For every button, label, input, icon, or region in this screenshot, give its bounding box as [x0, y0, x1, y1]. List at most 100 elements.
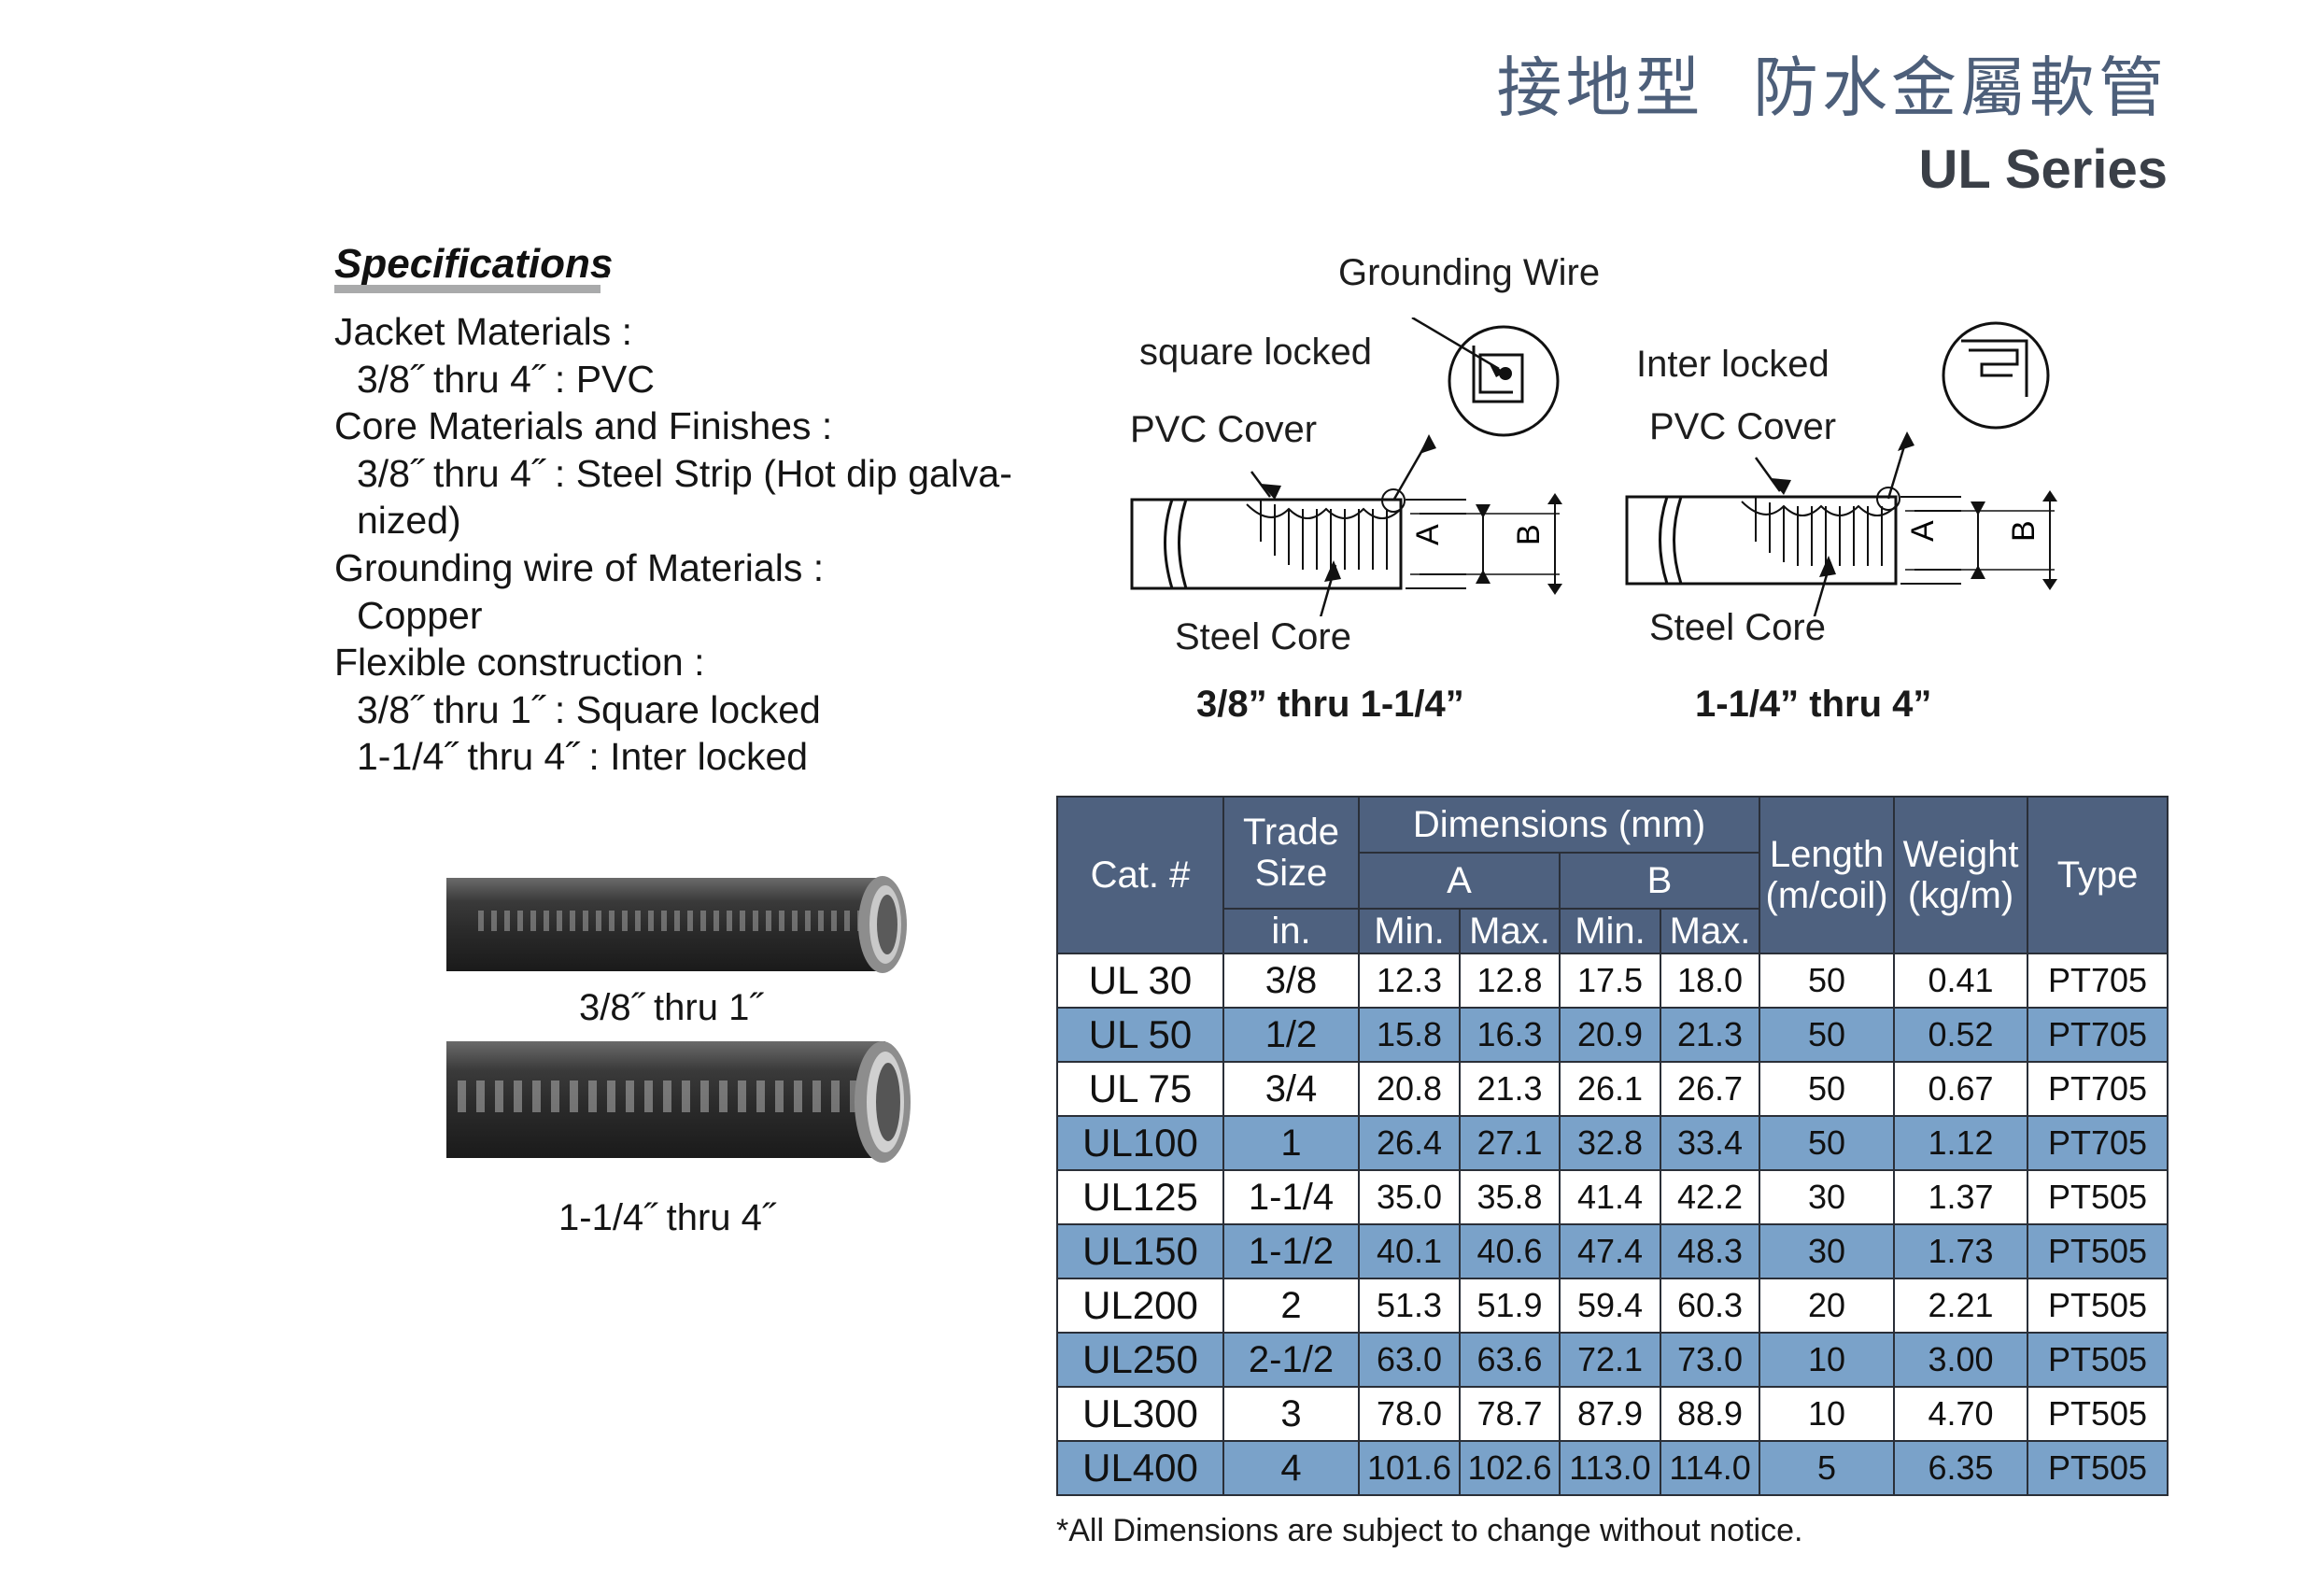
- cell-cat: UL150: [1056, 1223, 1224, 1279]
- cell-weight: 1.37: [1893, 1169, 2029, 1225]
- cell-b-max: 21.3: [1659, 1007, 1761, 1063]
- cell-a-max: 78.7: [1459, 1386, 1561, 1442]
- cell-cat: UL125: [1056, 1169, 1224, 1225]
- diagram-inter-locked: A B: [1625, 321, 2057, 616]
- cell-type: PT505: [2027, 1223, 2169, 1279]
- header-length: Length (m/coil): [1759, 796, 1896, 954]
- cell-a-min: 26.4: [1358, 1115, 1461, 1171]
- cell-weight: 1.73: [1893, 1223, 2029, 1279]
- header-cat: Cat. #: [1056, 796, 1224, 954]
- cell-b-min: 41.4: [1559, 1169, 1661, 1225]
- cell-type: PT705: [2027, 953, 2169, 1009]
- label-steel-core-right: Steel Core: [1649, 607, 1826, 648]
- cell-weight: 6.35: [1893, 1440, 2029, 1496]
- page-subtitle-series: UL Series: [1918, 139, 2168, 200]
- cell-trade-size: 3/4: [1222, 1061, 1360, 1117]
- cell-length: 50: [1759, 1007, 1896, 1063]
- cell-a-min: 78.0: [1358, 1386, 1461, 1442]
- hose-large-label: 1-1/4˝ thru 4˝: [558, 1197, 775, 1238]
- spec-line: 3/8˝ thru 4˝ : Steel Strip (Hot dip galv…: [357, 451, 1012, 495]
- label-square-locked: square locked: [1139, 332, 1373, 373]
- cell-weight: 4.70: [1893, 1386, 2029, 1442]
- cell-trade-size: 1/2: [1222, 1007, 1360, 1063]
- spec-line: Flexible construction :: [334, 641, 705, 685]
- cell-a-min: 12.3: [1358, 953, 1461, 1009]
- dim-a-label: A: [1410, 524, 1446, 545]
- cell-type: PT505: [2027, 1440, 2169, 1496]
- cell-cat: UL 50: [1056, 1007, 1224, 1063]
- cell-trade-size: 1: [1222, 1115, 1360, 1171]
- cell-a-max: 51.9: [1459, 1278, 1561, 1334]
- cell-a-max: 21.3: [1459, 1061, 1561, 1117]
- cell-type: PT505: [2027, 1169, 2169, 1225]
- cell-weight: 0.52: [1893, 1007, 2029, 1063]
- cell-a-min: 20.8: [1358, 1061, 1461, 1117]
- cell-a-min: 51.3: [1358, 1278, 1461, 1334]
- spec-line: Jacket Materials :: [334, 310, 632, 353]
- header-trade-unit: in.: [1222, 908, 1360, 954]
- label-pvc-cover-left: PVC Cover: [1130, 409, 1318, 450]
- cell-a-max: 63.6: [1459, 1332, 1561, 1388]
- cell-b-max: 26.7: [1659, 1061, 1761, 1117]
- cell-b-max: 18.0: [1659, 953, 1761, 1009]
- header-b-min: Min.: [1559, 908, 1661, 954]
- cell-a-max: 35.8: [1459, 1169, 1561, 1225]
- cell-weight: 3.00: [1893, 1332, 2029, 1388]
- cell-length: 30: [1759, 1223, 1896, 1279]
- specifications-heading: Specifications: [334, 241, 614, 287]
- table-footnote: *All Dimensions are subject to change wi…: [1056, 1513, 1803, 1548]
- specifications-underline: [334, 285, 600, 293]
- cell-a-min: 101.6: [1358, 1440, 1461, 1496]
- cell-type: PT505: [2027, 1386, 2169, 1442]
- cell-trade-size: 4: [1222, 1440, 1360, 1496]
- dim-b-label: B: [2006, 520, 2042, 542]
- header-dim-b: B: [1558, 852, 1761, 910]
- hose-photos: [446, 876, 911, 1163]
- cell-length: 20: [1759, 1278, 1896, 1334]
- header-weight: Weight (kg/m): [1893, 796, 2029, 954]
- cell-trade-size: 1-1/2: [1222, 1223, 1360, 1279]
- cell-trade-size: 2-1/2: [1222, 1332, 1360, 1388]
- hose-large-image: [446, 1041, 911, 1163]
- cell-trade-size: 3: [1222, 1386, 1360, 1442]
- cell-a-max: 40.6: [1459, 1223, 1561, 1279]
- caption-left-diagram: 3/8” thru 1-1/4”: [1196, 684, 1464, 725]
- cell-b-max: 60.3: [1659, 1278, 1761, 1334]
- cell-a-min: 63.0: [1358, 1332, 1461, 1388]
- cell-b-max: 114.0: [1659, 1440, 1761, 1496]
- cell-length: 10: [1759, 1386, 1896, 1442]
- spec-line: Core Materials and Finishes :: [334, 404, 833, 448]
- cell-b-min: 20.9: [1559, 1007, 1661, 1063]
- label-steel-core-left: Steel Core: [1175, 616, 1351, 657]
- cell-type: PT505: [2027, 1278, 2169, 1334]
- hose-small-image: [446, 876, 907, 973]
- header-dim-a: A: [1358, 852, 1561, 910]
- cell-trade-size: 1-1/4: [1222, 1169, 1360, 1225]
- cell-length: 30: [1759, 1169, 1896, 1225]
- cell-length: 10: [1759, 1332, 1896, 1388]
- spec-line: nized): [357, 499, 461, 543]
- cell-a-max: 12.8: [1459, 953, 1561, 1009]
- label-grounding-wire: Grounding Wire: [1338, 252, 1601, 293]
- cell-b-min: 59.4: [1559, 1278, 1661, 1334]
- cell-length: 5: [1759, 1440, 1896, 1496]
- page-title-chinese: 接地型 防水金屬軟管: [1496, 49, 2168, 126]
- spec-line: 1-1/4˝ thru 4˝ : Inter locked: [357, 735, 809, 779]
- spec-line: Grounding wire of Materials :: [334, 545, 825, 589]
- cell-b-max: 33.4: [1659, 1115, 1761, 1171]
- cell-b-max: 88.9: [1659, 1386, 1761, 1442]
- cell-cat: UL400: [1056, 1440, 1224, 1496]
- cell-cat: UL 30: [1056, 953, 1224, 1009]
- cell-a-min: 35.0: [1358, 1169, 1461, 1225]
- cell-length: 50: [1759, 1061, 1896, 1117]
- cell-type: PT705: [2027, 1061, 2169, 1117]
- cell-a-min: 15.8: [1358, 1007, 1461, 1063]
